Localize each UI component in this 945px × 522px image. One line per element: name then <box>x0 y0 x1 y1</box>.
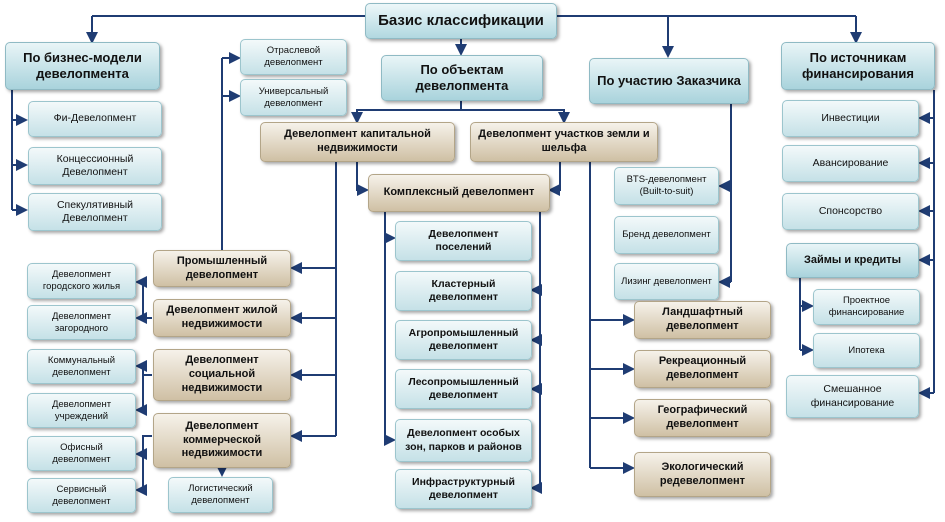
category-customer: По участию Заказчика <box>589 58 749 104</box>
funding-item: Смешанное финансирование <box>786 375 919 418</box>
funding-item: Инвестиции <box>782 100 919 137</box>
funding-item: Авансирование <box>782 145 919 182</box>
land-item: Рекреационный девелопмент <box>634 350 771 388</box>
capital-type: Промышленный девелопмент <box>153 250 291 287</box>
complex-item: Инфраструктурный девелопмент <box>395 469 532 509</box>
root-node: Базис классификации <box>365 3 557 39</box>
complex-item: Девелопмент особых зон, парков и районов <box>395 419 532 462</box>
social-sub-item: Коммунальный девелопмент <box>27 349 136 384</box>
residential-sub-item: Девелопмент городского жилья <box>27 263 136 299</box>
industry-item: Универсальный девелопмент <box>240 79 347 116</box>
loans-sub-item: Ипотека <box>813 333 920 368</box>
complex-item: Агропромышленный девелопмент <box>395 320 532 360</box>
category-business-model: По бизнес-модели девелопмента <box>5 42 160 90</box>
business-item: Спекулятивный Девелопмент <box>28 193 162 231</box>
funding-item: Займы и кредиты <box>786 243 919 278</box>
land-item: Экологический редевелопмент <box>634 452 771 497</box>
business-item: Фи-Девелопмент <box>28 101 162 137</box>
land-shelf-node: Девелопмент участков земли и шельфа <box>470 122 658 162</box>
land-item: Географический девелопмент <box>634 399 771 437</box>
category-funding: По источникам финансирования <box>781 42 935 90</box>
capital-type: Девелопмент социальной недвижимости <box>153 349 291 401</box>
capital-realestate-node: Девелопмент капитальной недвижимости <box>260 122 455 162</box>
industry-item: Отраслевой девелопмент <box>240 39 347 75</box>
social-sub-item: Девелопмент учреждений <box>27 393 136 428</box>
loans-sub-item: Проектное финансирование <box>813 289 920 325</box>
complex-node: Комплексный девелопмент <box>368 174 550 212</box>
commercial-sub-item: Сервисный девелопмент <box>27 478 136 513</box>
residential-sub-item: Девелопмент загородного <box>27 305 136 340</box>
customer-item: Лизинг девелопмент <box>614 263 719 300</box>
customer-item: BTS-девелопмент (Built-to-suit) <box>614 167 719 205</box>
business-item: Концессионный Девелопмент <box>28 147 162 185</box>
complex-item: Кластерный девелопмент <box>395 271 532 311</box>
complex-item: Лесопромышленный девелопмент <box>395 369 532 409</box>
capital-type: Девелопмент жилой недвижимости <box>153 299 291 337</box>
complex-item: Девелопмент поселений <box>395 221 532 261</box>
capital-type: Девелопмент коммерческой недвижимости <box>153 413 291 468</box>
category-objects: По объектам девелопмента <box>381 55 543 101</box>
commercial-sub-item: Логистический девелопмент <box>168 477 273 513</box>
commercial-sub-item: Офисный девелопмент <box>27 436 136 471</box>
land-item: Ландшафтный девелопмент <box>634 301 771 339</box>
funding-item: Спонсорство <box>782 193 919 230</box>
customer-item: Бренд девелопмент <box>614 216 719 254</box>
